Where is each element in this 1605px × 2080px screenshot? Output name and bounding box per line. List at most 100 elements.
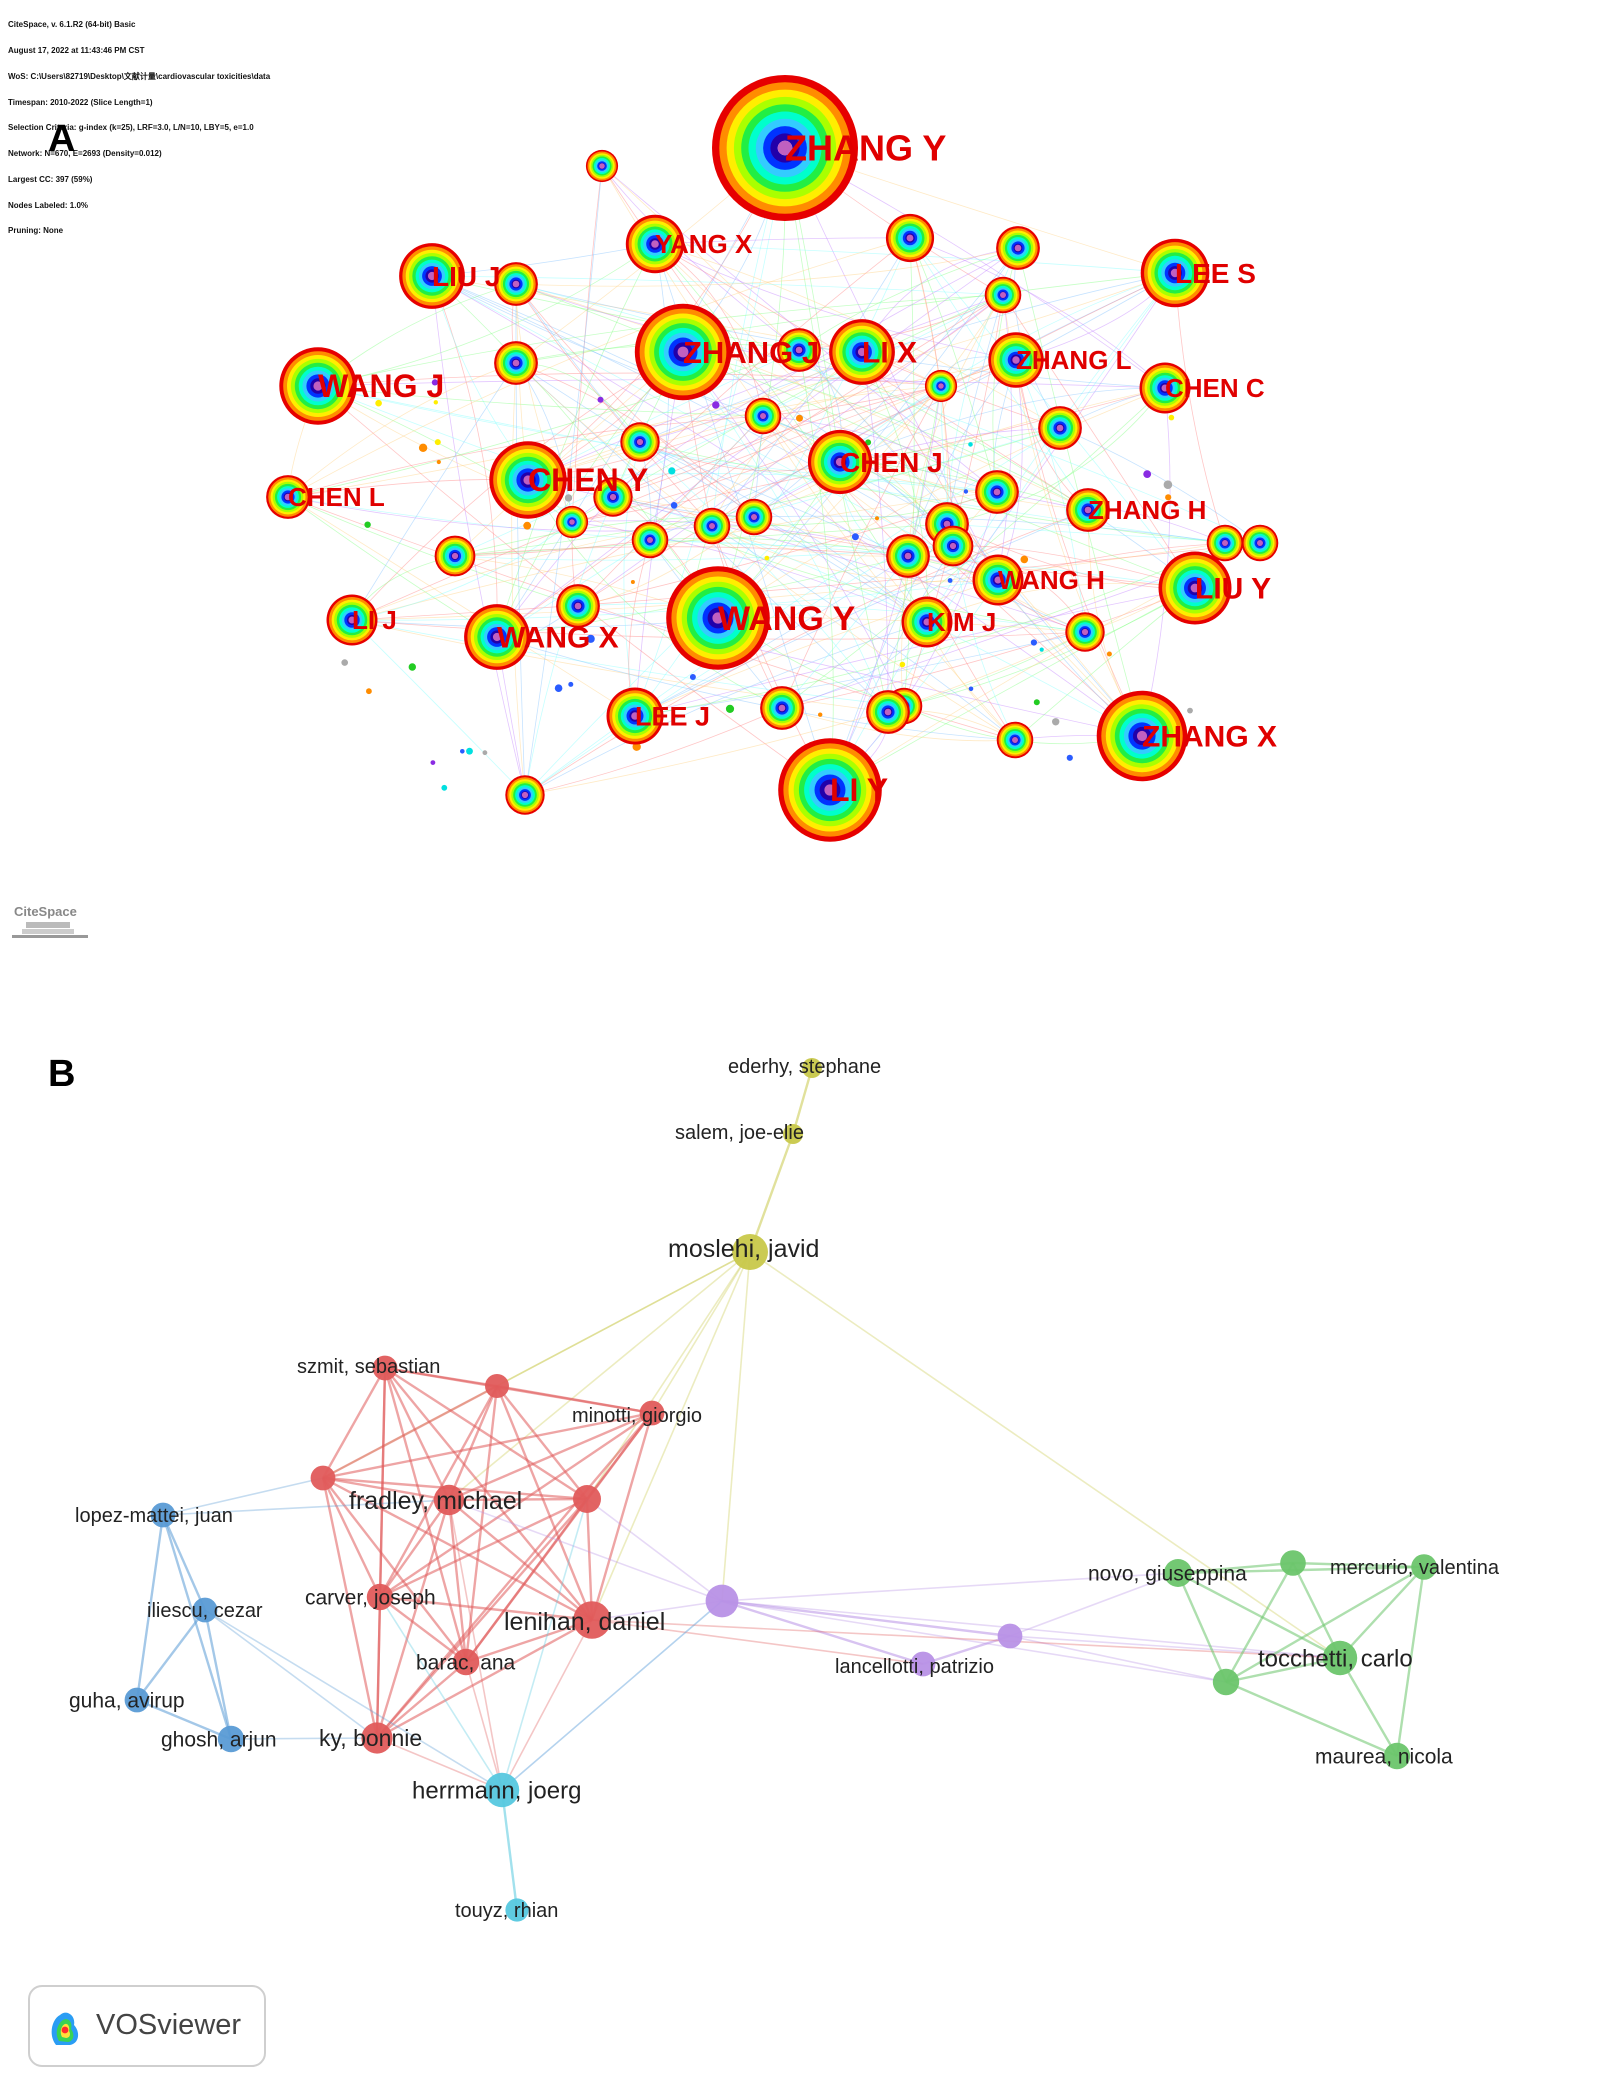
citespace-node	[1038, 406, 1082, 450]
citespace-node	[988, 332, 1044, 388]
citespace-edge	[317, 385, 998, 493]
vosviewer-edge	[448, 1251, 751, 1501]
citespace-small-node	[851, 533, 859, 541]
citespace-edge	[524, 621, 928, 796]
citespace-edge	[952, 545, 1196, 589]
citespace-small-node	[1163, 480, 1173, 490]
vosviewer-edge	[501, 1619, 593, 1791]
citespace-edge	[454, 545, 954, 561]
vosviewer-node	[573, 1485, 601, 1513]
vosviewer-node	[573, 1601, 611, 1639]
citespace-edge	[511, 362, 526, 796]
citespace-edge	[577, 294, 1004, 607]
citespace-edge	[634, 509, 1089, 717]
vosviewer-edge	[721, 1600, 1341, 1659]
citespace-edge	[527, 479, 783, 709]
citespace-edge	[287, 362, 517, 498]
citespace-edge	[524, 707, 783, 796]
citespace-small-node	[764, 555, 770, 561]
citespace-small-node	[1106, 651, 1112, 657]
citespace-node	[326, 594, 378, 646]
citespace-node-core	[712, 612, 724, 624]
vosviewer-node-label: lopez-mattei, juan	[75, 1505, 233, 1527]
citespace-node-core	[1190, 583, 1200, 593]
vosviewer-node	[732, 1234, 768, 1270]
citespace-edge	[524, 165, 603, 796]
citespace-node-core	[1000, 292, 1006, 298]
vosviewer-node-label: herrmann, joerg	[412, 1777, 581, 1804]
citespace-small-node	[796, 414, 803, 422]
vosviewer-edge	[448, 1499, 503, 1791]
vosviewer-edge	[321, 1477, 379, 1739]
vosviewer-edge	[379, 1497, 588, 1599]
citespace-node	[996, 721, 1034, 759]
citespace-node-core	[348, 616, 356, 624]
citespace-edge	[634, 147, 786, 717]
citespace-node-core	[512, 359, 520, 367]
citespace-node	[1066, 488, 1110, 532]
citespace-node-core	[904, 552, 912, 560]
vosviewer-edge	[322, 1476, 593, 1622]
citespace-node-label: WANG J	[318, 368, 444, 404]
citespace-small-node	[630, 580, 635, 584]
vosviewer-edge	[922, 1634, 1011, 1666]
citespace-edge	[634, 237, 911, 717]
citespace-edge	[907, 359, 1017, 557]
citespace-node-core	[1222, 540, 1228, 546]
vosviewer-node	[372, 1355, 398, 1381]
citespace-edge	[711, 525, 999, 583]
vosviewer-edge	[1395, 1566, 1426, 1757]
citespace-node-core	[795, 346, 803, 354]
citespace-edge	[634, 542, 1226, 717]
citespace-edge	[861, 351, 928, 623]
vosviewer-node	[192, 1597, 218, 1623]
vosviewer-edge	[447, 1385, 499, 1501]
vosviewer-node-label: ederhy, stephane	[728, 1056, 881, 1078]
vosviewer-node	[484, 1772, 520, 1808]
citespace-edge	[612, 237, 911, 498]
citespace-edge	[753, 427, 1061, 518]
citespace-edge	[711, 525, 909, 557]
citespace-small-node	[1165, 494, 1172, 501]
vosviewer-edge	[135, 1514, 165, 1701]
citespace-logo: CiteSpace	[8, 900, 92, 946]
vosviewer-node	[217, 1725, 245, 1753]
vosviewer-node	[1322, 1640, 1358, 1676]
citespace-node	[901, 596, 953, 648]
vosviewer-edge	[465, 1661, 503, 1791]
citespace-node	[693, 507, 731, 545]
citespace-meta: CiteSpace, v. 6.1.R2 (64-bit) Basic Augu…	[8, 4, 270, 253]
citespace-small-node	[1020, 555, 1029, 564]
citespace-small-node	[430, 760, 436, 765]
vosviewer-edge	[1225, 1656, 1341, 1684]
citespace-edge	[515, 283, 998, 493]
citespace-node-core	[1257, 540, 1263, 546]
citespace-node-core	[313, 381, 323, 391]
vosviewer-edge	[1225, 1680, 1398, 1758]
citespace-node	[975, 470, 1019, 514]
citespace-edge	[515, 283, 713, 527]
citespace-node	[1096, 690, 1188, 782]
citespace-node-label: LI X	[862, 337, 917, 370]
citespace-node	[712, 75, 858, 221]
citespace-edge	[287, 496, 636, 717]
citespace-node	[585, 149, 619, 183]
citespace-edge	[711, 272, 1176, 527]
citespace-logo-icon: CiteSpace	[12, 904, 88, 938]
vosviewer-edge	[376, 1661, 467, 1739]
citespace-node	[606, 687, 664, 745]
vosviewer-logo-text: VOSviewer	[96, 2009, 242, 2041]
citespace-small-node	[564, 494, 573, 502]
citespace-small-node	[968, 442, 973, 447]
vosviewer-edge	[448, 1497, 588, 1502]
citespace-node-core	[760, 413, 766, 419]
citespace-node-core	[751, 514, 757, 520]
citespace-node-core	[857, 347, 867, 357]
citespace-edge	[351, 619, 905, 707]
citespace-edge	[351, 521, 573, 621]
vosviewer-node-label: lenihan, daniel	[504, 1608, 665, 1636]
citespace-edge	[454, 523, 948, 557]
citespace-node-label: CHEN C	[1165, 373, 1265, 403]
vosviewer-edge	[1009, 1635, 1341, 1659]
citespace-edge	[515, 247, 1019, 287]
